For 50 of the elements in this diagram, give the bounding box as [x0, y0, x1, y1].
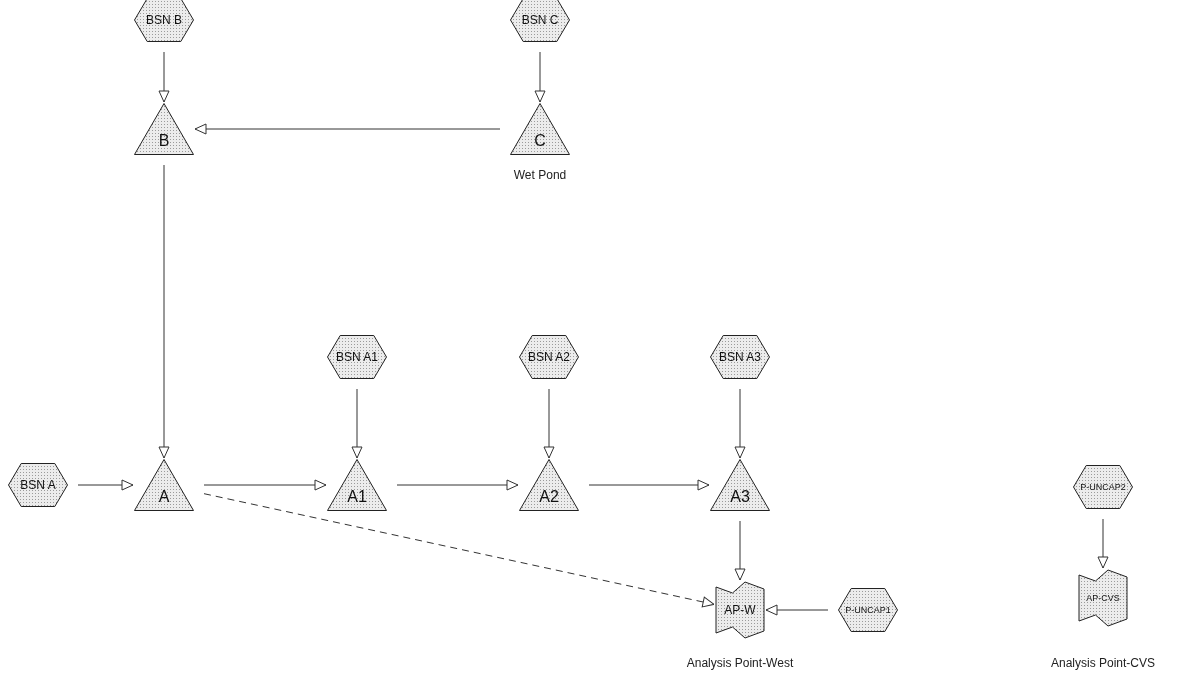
arrow [734, 388, 746, 459]
hexagon-node [134, 0, 194, 42]
node-label: BSN B [145, 12, 183, 27]
triangle-node [327, 459, 387, 511]
arrow [534, 51, 546, 103]
arrow [158, 164, 170, 459]
node-label: A2 [538, 487, 560, 506]
hexagon-node [510, 0, 570, 42]
node-label: P-UNCAP2 [1079, 481, 1127, 492]
node-label: A3 [729, 487, 751, 506]
node-label: A1 [346, 487, 368, 506]
node-caption: Analysis Point-CVS [1051, 656, 1155, 670]
arrow [158, 51, 170, 103]
hexagon-node [519, 335, 579, 379]
node-caption: Analysis Point-West [686, 656, 794, 670]
node-caption: Wet Pond [513, 168, 567, 182]
arrow [543, 388, 555, 459]
arrow [765, 604, 829, 616]
triangle-node [134, 459, 194, 511]
arrow [1097, 518, 1109, 569]
analysis-point-node [1078, 569, 1128, 627]
node-label: C [533, 131, 547, 150]
analysis-point-node [715, 581, 765, 639]
node-label: AP-CVS [1085, 592, 1121, 603]
arrow [194, 123, 501, 135]
arrow [203, 479, 327, 491]
hexagon-node [8, 463, 68, 507]
triangle-node [519, 459, 579, 511]
hexagon-node [327, 335, 387, 379]
hexagon-node [1073, 465, 1133, 509]
node-label: BSN A3 [718, 349, 762, 364]
arrow [203, 493, 715, 608]
arrow [351, 388, 363, 459]
arrow [588, 479, 710, 491]
triangle-node [510, 103, 570, 155]
hexagon-node [710, 335, 770, 379]
hexagon-node [838, 588, 898, 632]
node-label: B [157, 131, 171, 150]
node-label: AP-W [723, 602, 757, 617]
arrow [77, 479, 134, 491]
node-label: BSN A1 [335, 349, 379, 364]
node-label: BSN A [19, 477, 57, 492]
triangle-node [710, 459, 770, 511]
arrow [734, 520, 746, 581]
node-label: A [157, 487, 171, 506]
node-label: P-UNCAP1 [844, 604, 892, 615]
node-label: BSN C [520, 12, 560, 27]
triangle-node [134, 103, 194, 155]
arrow [396, 479, 519, 491]
node-label: BSN A2 [527, 349, 571, 364]
